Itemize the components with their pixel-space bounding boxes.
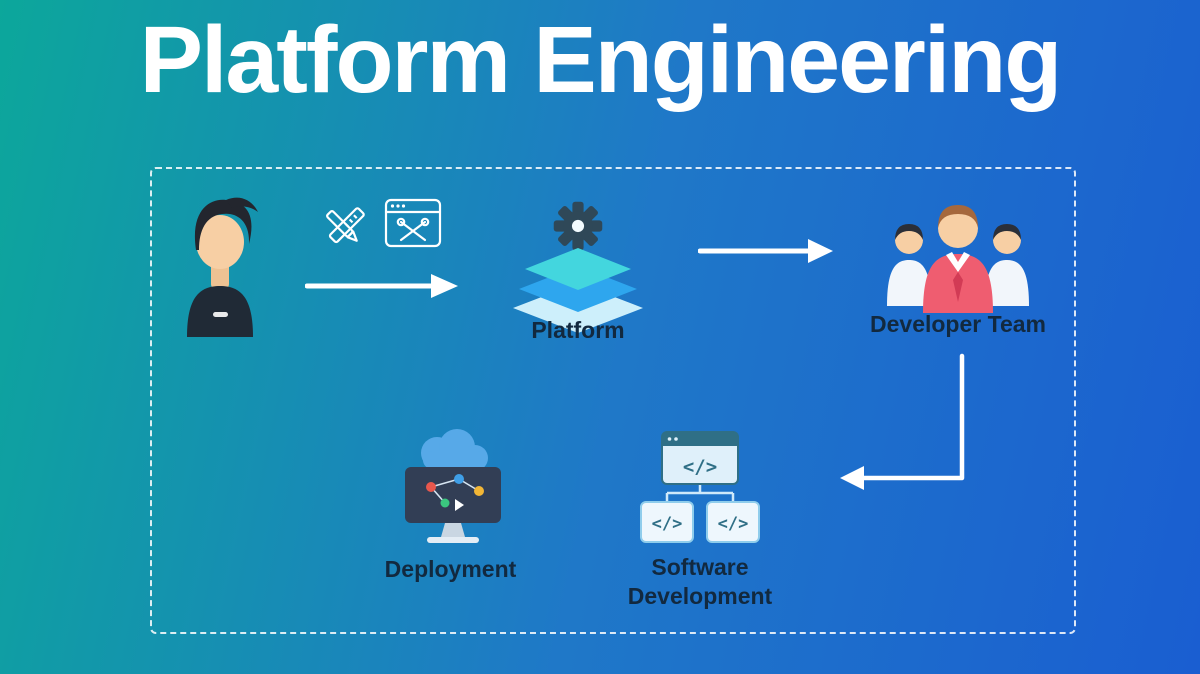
code-glyph-right: </> (718, 514, 749, 534)
code-glyph-left: </> (652, 514, 683, 534)
platform-label: Platform (531, 317, 625, 343)
arrow-team-to-software (838, 350, 978, 495)
layers-stack-icon (513, 248, 643, 333)
code-glyph-top: </> (683, 456, 717, 478)
arrow-platform-to-team (698, 233, 835, 269)
cloud-deployment-icon (405, 429, 501, 543)
diagram-dashed-frame (150, 167, 1076, 634)
elbow-left-arrow-icon (840, 353, 965, 490)
team-icon (887, 205, 1029, 313)
software-development-label: Software Development (600, 553, 800, 611)
platform-node (550, 198, 606, 254)
page-title: Platform Engineering (139, 7, 1063, 113)
person-icon (187, 197, 258, 337)
deployment-node (393, 425, 513, 555)
software-label-line1: Software (651, 554, 749, 580)
pencil-ruler-icon (326, 207, 365, 244)
right-arrow-icon (305, 274, 458, 298)
gear-icon (553, 201, 603, 251)
developer-team-label: Developer Team (870, 311, 1046, 337)
software-development-node: </> </> </> (635, 430, 765, 548)
arrow-person-to-platform (305, 266, 460, 306)
dev-window-tools-icon (384, 198, 442, 248)
developer-team-node (883, 188, 1033, 313)
platform-layers (503, 238, 653, 338)
deployment-label: Deployment (384, 556, 517, 582)
right-arrow-icon (698, 239, 833, 263)
design-tools-node (318, 202, 370, 254)
code-windows-icon: </> </> </> (640, 431, 760, 543)
platform-engineer-node (170, 192, 270, 337)
software-label-line2: Development (627, 582, 773, 609)
build-tools-node (384, 198, 442, 252)
